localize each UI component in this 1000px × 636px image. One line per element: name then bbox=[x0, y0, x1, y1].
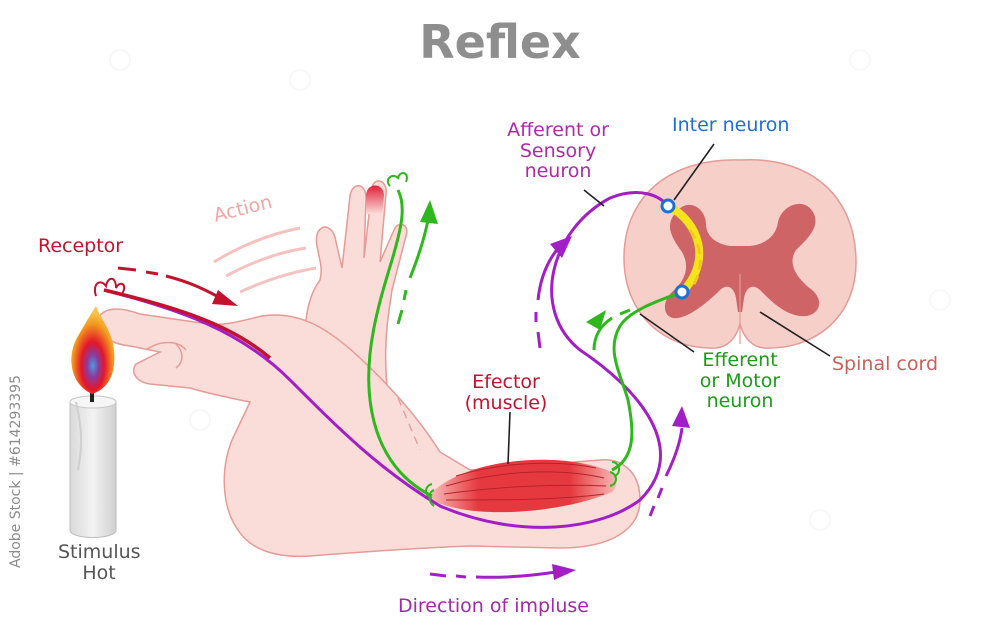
afferent-label-line-3: neuron bbox=[524, 160, 592, 183]
spinal-cord-label: Spinal cord bbox=[832, 353, 939, 375]
effector-label: Efector (muscle) bbox=[446, 372, 566, 413]
inter-neuron-synapse-top bbox=[660, 198, 676, 214]
effector-muscle bbox=[432, 459, 617, 513]
flame-icon bbox=[71, 306, 115, 394]
effector-label-line-2: (muscle) bbox=[464, 391, 548, 414]
efferent-label-line-2: or Motor bbox=[699, 369, 781, 392]
inter-neuron-label: Inter neuron bbox=[672, 114, 790, 136]
sensory-neuron-path bbox=[103, 191, 670, 529]
direction-of-impulse-label: Direction of impluse bbox=[398, 595, 589, 617]
afferent-label-line-1: Afferent or bbox=[507, 119, 609, 141]
motor-neuron-to-hand bbox=[367, 189, 433, 498]
stock-id-text: Adobe Stock | #614293395 bbox=[8, 375, 24, 568]
afferent-label-line-2: Sensory bbox=[519, 139, 597, 162]
motor-neuron-path bbox=[611, 290, 683, 472]
watermark-pattern bbox=[109, 49, 951, 531]
efferent-label-line-3: neuron bbox=[706, 390, 774, 413]
receptor-endings bbox=[94, 277, 126, 297]
stimulus-label: Stimulus Hot bbox=[58, 541, 141, 584]
leader-lines bbox=[507, 143, 831, 465]
raised-fingertip bbox=[366, 185, 384, 214]
motor-endings bbox=[386, 172, 620, 507]
efferent-label-line-1: Efferent bbox=[702, 349, 778, 371]
direction-arrows bbox=[117, 200, 690, 580]
spinal-cord bbox=[623, 159, 857, 349]
afferent-neuron-label: Afferent or Sensory neuron bbox=[498, 120, 618, 182]
spinal-cord-grey-matter bbox=[664, 203, 820, 319]
stimulus-label-line-1: Stimulus bbox=[58, 541, 141, 563]
stimulus-label-line-2: Hot bbox=[82, 561, 116, 584]
efferent-neuron-label: Efferent or Motor neuron bbox=[680, 350, 800, 412]
inter-neuron-path bbox=[664, 202, 704, 296]
effector-label-line-1: Efector bbox=[472, 371, 540, 393]
receptor-label: Receptor bbox=[38, 235, 124, 257]
inter-neuron-synapse-bottom bbox=[674, 284, 690, 300]
diagram-title: Reflex bbox=[419, 15, 581, 69]
candle bbox=[69, 390, 117, 538]
